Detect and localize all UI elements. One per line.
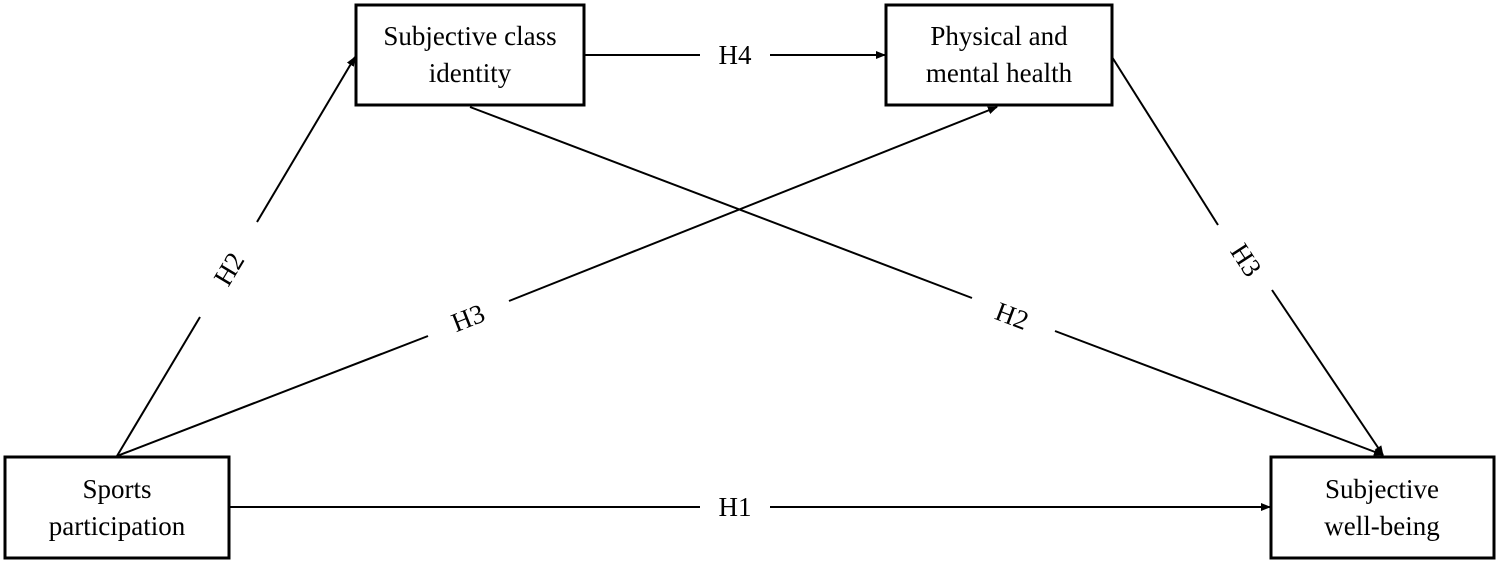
edge-h3-sports-health: H3	[116, 106, 998, 457]
edge-h4-class-health: H4	[585, 40, 886, 70]
edge-h1-sports-wellbeing: H1	[230, 492, 1271, 522]
node-sports-participation: Sports participation	[3, 455, 231, 560]
node-health-line1: Physical and	[930, 21, 1068, 51]
edge-label-h1: H1	[719, 492, 752, 522]
node-class-line2: identity	[429, 58, 512, 88]
edge-label-h2-left: H2	[208, 247, 251, 291]
edge-h2-class-wellbeing: H2	[469, 106, 1384, 456]
node-sports-line2: participation	[49, 511, 186, 541]
edge-h3-health-wellbeing: H3	[1111, 56, 1384, 456]
node-wellbeing-line1: Subjective	[1325, 474, 1439, 504]
node-wellbeing-line2: well-being	[1324, 511, 1439, 541]
edge-h2-sports-class: H2	[116, 56, 356, 457]
node-subjective-class-identity: Subjective class identity	[354, 3, 586, 107]
edge-label-h3-right: H3	[1224, 238, 1267, 282]
edge-label-h3-middle: H3	[447, 298, 489, 338]
node-class-line1: Subjective class	[383, 21, 556, 51]
node-sports-line1: Sports	[82, 474, 151, 504]
node-health-line2: mental health	[926, 58, 1073, 88]
node-subjective-well-being: Subjective well-being	[1269, 455, 1496, 560]
edge-label-h2-right: H2	[991, 296, 1033, 336]
node-physical-mental-health: Physical and mental health	[884, 3, 1114, 107]
edge-label-h4: H4	[719, 40, 752, 70]
